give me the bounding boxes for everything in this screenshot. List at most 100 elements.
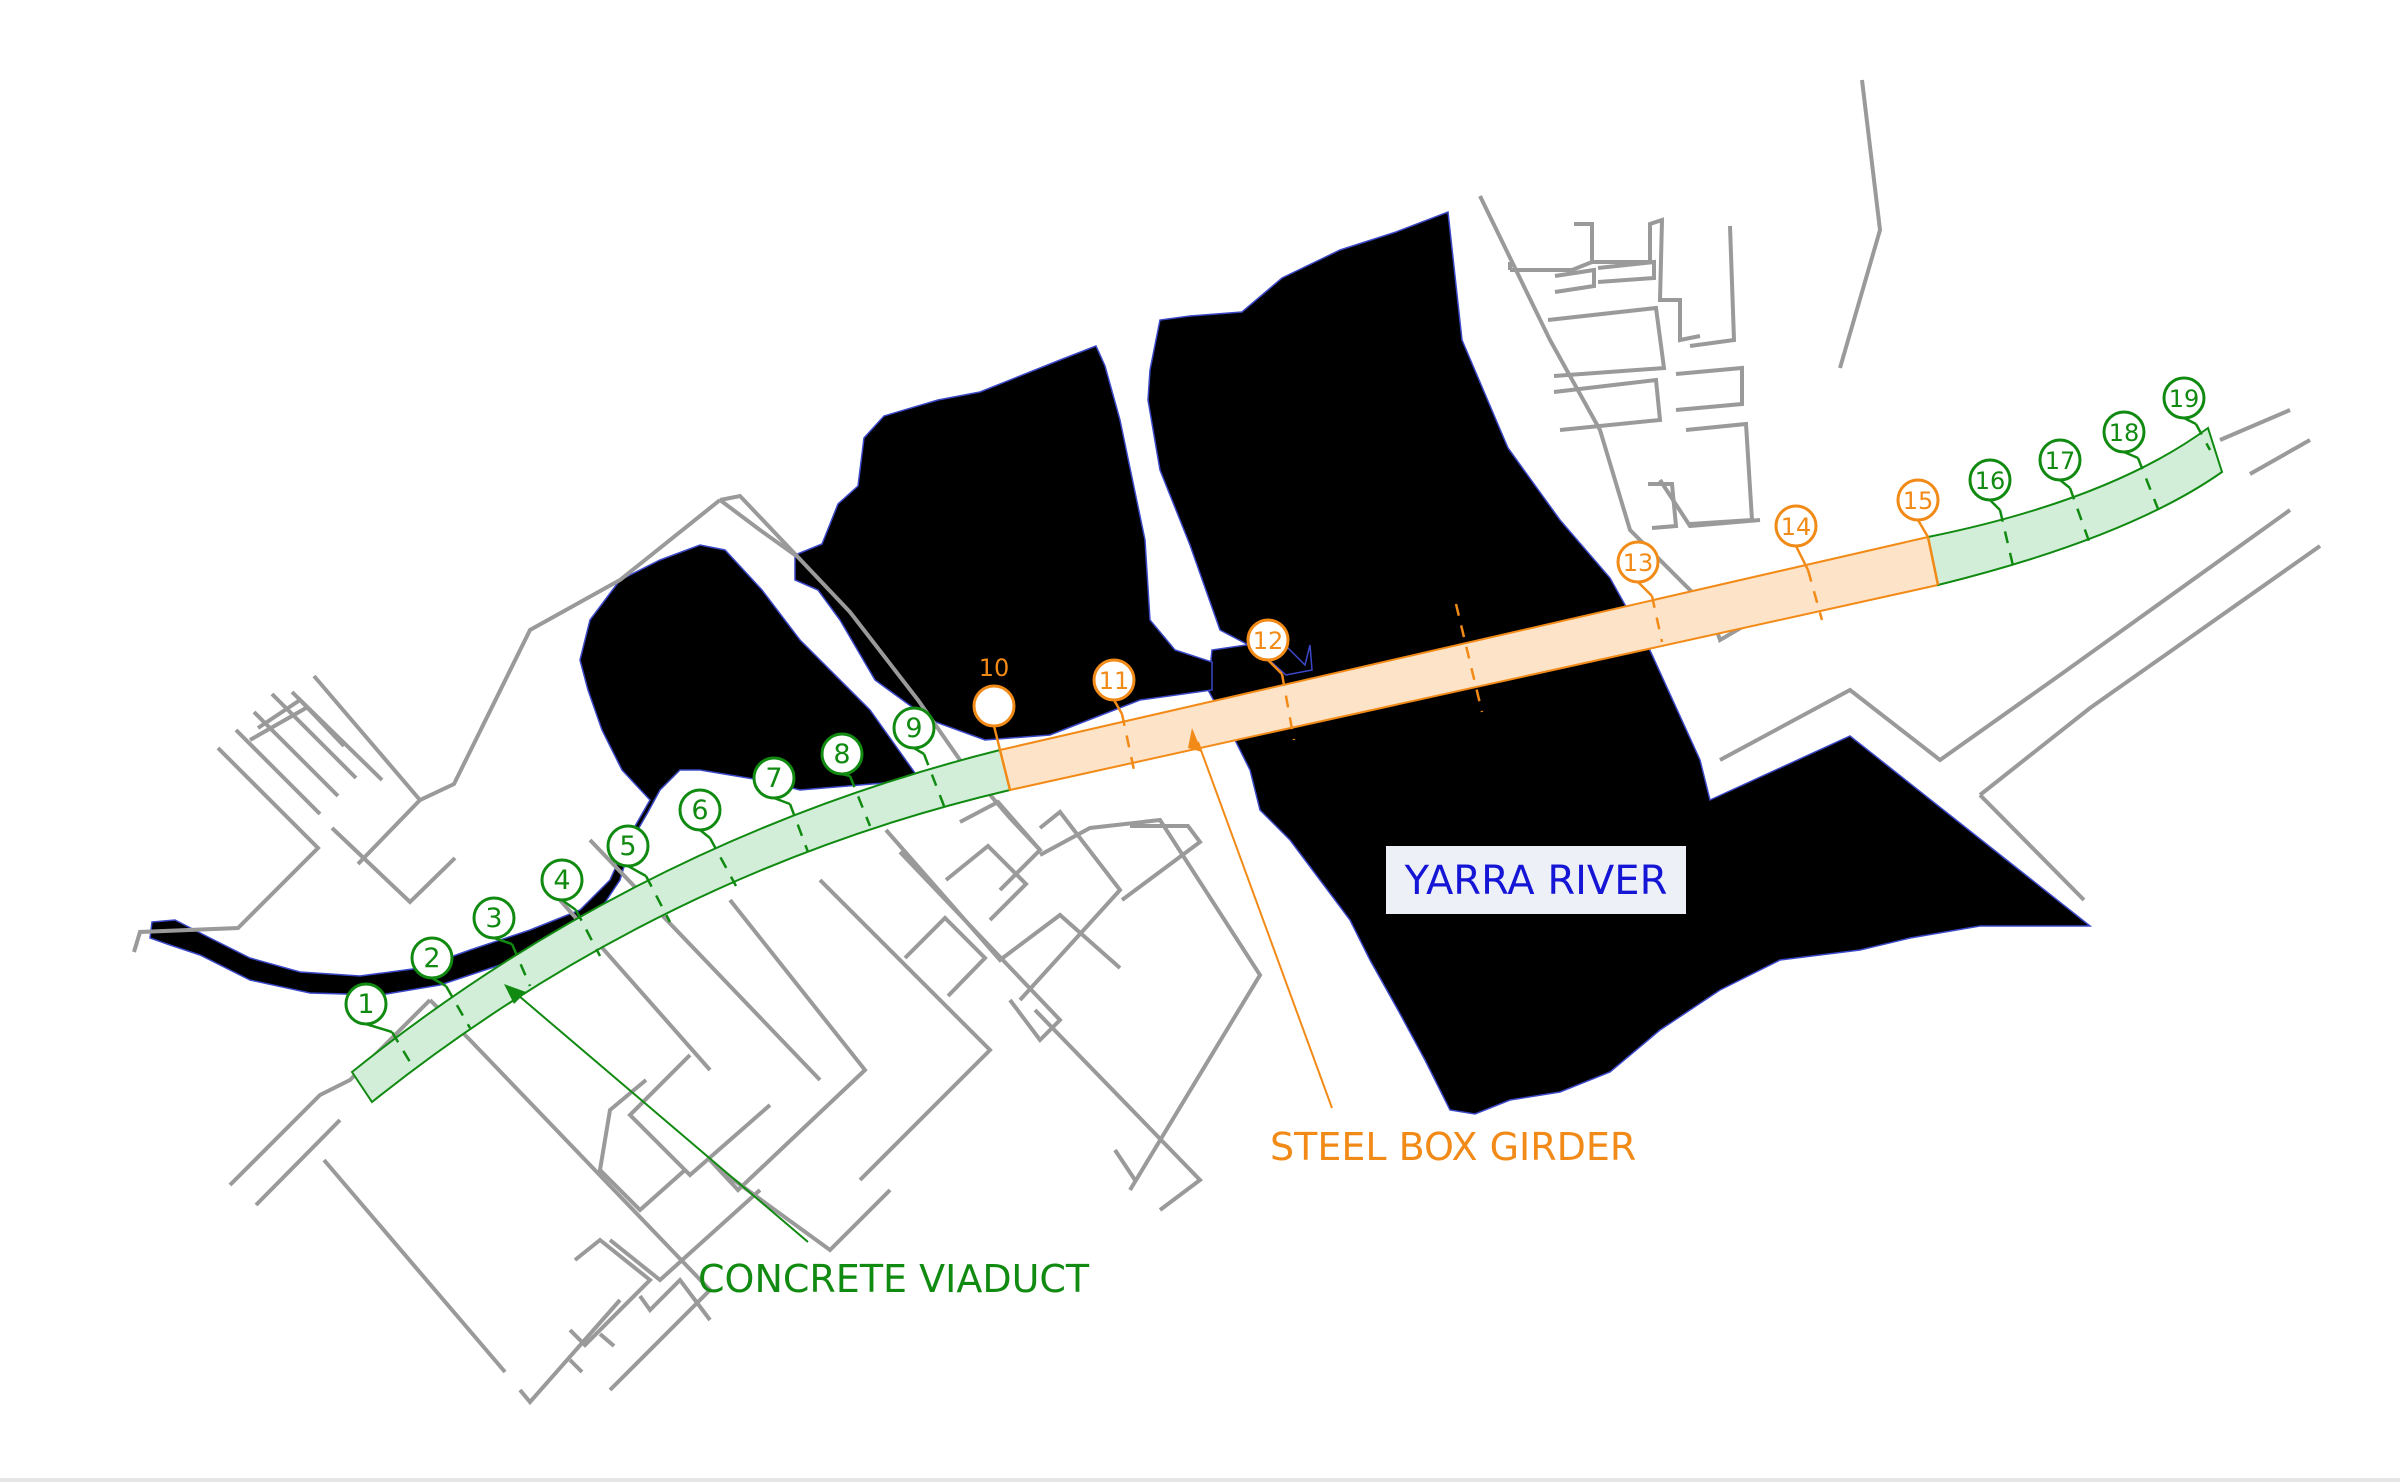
concrete-callout-leader <box>511 989 809 1243</box>
span-marker-number-6: 6 <box>691 795 708 826</box>
span-marker-number-7: 7 <box>765 763 782 794</box>
span-marker-number-11: 11 <box>1099 667 1130 695</box>
span-marker-circle-6 <box>678 788 722 832</box>
span-divider-mid <box>1454 603 1484 713</box>
span-divider-5 <box>644 875 672 923</box>
span-marker-circle-8 <box>820 732 864 776</box>
span-dividers <box>390 423 2212 1063</box>
span-divider-11 <box>1120 713 1136 771</box>
span-marker-number-9: 9 <box>905 713 922 744</box>
span-marker-leader-14 <box>1794 545 1810 571</box>
span-divider-18 <box>2136 457 2162 515</box>
span-marker-circle-9 <box>892 706 936 750</box>
span-marker-17: 17 <box>2038 438 2082 489</box>
span-marker-circle-2 <box>410 936 454 980</box>
bottom-edge <box>0 1478 2400 1482</box>
span-marker-5: 5 <box>606 824 650 878</box>
span-marker-number-1: 1 <box>357 989 374 1020</box>
span-divider-7 <box>788 803 810 853</box>
span-marker-4: 4 <box>540 858 584 912</box>
span-marker-circle-15 <box>1896 478 1940 522</box>
span-marker-number-19: 19 <box>2169 385 2200 413</box>
span-marker-7: 7 <box>752 756 796 806</box>
river-label-background <box>1386 846 1686 914</box>
river-arm-upper <box>794 345 1213 741</box>
span-divider-16 <box>1998 509 2016 571</box>
span-marker-10: 10 <box>972 654 1016 751</box>
steel-callout-leader <box>1197 741 1333 1109</box>
span-marker-number-12: 12 <box>1253 627 1284 655</box>
span-marker-leader-1 <box>365 1022 393 1034</box>
span-divider-13 <box>1650 595 1664 643</box>
span-divider-15 <box>1926 536 1940 586</box>
span-marker-2: 2 <box>410 936 454 988</box>
span-marker-number-18: 18 <box>2109 419 2140 447</box>
span-marker-number-4: 4 <box>553 865 570 896</box>
span-marker-11: 11 <box>1092 658 1136 715</box>
span-marker-number-2: 2 <box>423 943 440 974</box>
span-marker-1: 1 <box>344 982 393 1034</box>
span-marker-number-5: 5 <box>619 831 636 862</box>
span-marker-circle-13 <box>1616 540 1660 584</box>
concrete-callout-arrowhead <box>504 984 526 1004</box>
span-marker-circle-18 <box>2102 410 2146 454</box>
span-marker-number-10: 10 <box>979 654 1010 682</box>
span-marker-16: 16 <box>1968 458 2012 511</box>
concrete-viaduct-label: CONCRETE VIADUCT <box>698 1257 1090 1301</box>
span-marker-18: 18 <box>2102 410 2146 460</box>
span-marker-13: 13 <box>1616 540 1660 597</box>
span-divider-9 <box>922 753 946 807</box>
steel-girder-label: STEEL BOX GIRDER <box>1270 1125 1636 1169</box>
span-marker-circle-17 <box>2038 438 2082 482</box>
span-marker-leader-11 <box>1112 699 1124 715</box>
span-marker-15: 15 <box>1896 478 1940 538</box>
span-marker-3: 3 <box>472 896 516 946</box>
span-divider-14 <box>1806 569 1824 621</box>
span-marker-number-16: 16 <box>1975 467 2006 495</box>
span-marker-number-13: 13 <box>1623 549 1654 577</box>
span-marker-leader-10 <box>992 725 1002 751</box>
yarra-river-main <box>1147 210 2093 1115</box>
span-marker-leader-16 <box>1989 499 2001 511</box>
span-divider-17 <box>2068 487 2092 545</box>
span-marker-circle-12 <box>1246 618 1290 662</box>
span-marker-circle-3 <box>472 896 516 940</box>
span-marker-leader-5 <box>627 864 647 878</box>
span-marker-circle-11 <box>1092 658 1136 702</box>
span-marker-number-14: 14 <box>1781 513 1812 541</box>
span-marker-circle-5 <box>606 824 650 868</box>
span-marker-number-17: 17 <box>2045 447 2076 475</box>
span-marker-circle-1 <box>344 982 388 1026</box>
steel-girder-callout: STEEL BOX GIRDER <box>1188 728 1636 1169</box>
span-divider-12 <box>1280 673 1296 741</box>
span-marker-circle-7 <box>752 756 796 800</box>
span-divider-2 <box>444 985 472 1029</box>
span-marker-number-8: 8 <box>833 739 850 770</box>
span-marker-8: 8 <box>820 732 864 778</box>
span-divider-8 <box>848 775 872 827</box>
river-label-text: YARRA RIVER <box>1404 858 1668 904</box>
span-marker-circle-19 <box>2162 376 2206 420</box>
span-marker-9: 9 <box>892 706 936 756</box>
river-label: YARRA RIVER <box>1386 846 1686 914</box>
span-divider-19 <box>2194 423 2212 451</box>
steel-callout-arrowhead <box>1188 728 1202 752</box>
streets <box>132 79 2322 1406</box>
span-marker-circle-16 <box>1968 458 2012 502</box>
span-marker-number-15: 15 <box>1903 487 1934 515</box>
span-marker-circle-10 <box>972 684 1016 728</box>
span-divider-10 <box>998 749 1012 791</box>
span-divider-3 <box>510 943 532 987</box>
span-marker-number-3: 3 <box>485 903 502 934</box>
span-marker-leader-12 <box>1267 659 1283 675</box>
span-marker-14: 14 <box>1774 504 1818 571</box>
span-marker-circle-4 <box>540 858 584 902</box>
span-marker-6: 6 <box>678 788 722 839</box>
river-creek <box>149 544 922 996</box>
span-marker-leader-4 <box>561 898 577 912</box>
span-marker-circle-14 <box>1774 504 1818 548</box>
span-divider-4 <box>574 909 602 957</box>
concrete-viaduct-callout: CONCRETE VIADUCT <box>504 984 1090 1301</box>
